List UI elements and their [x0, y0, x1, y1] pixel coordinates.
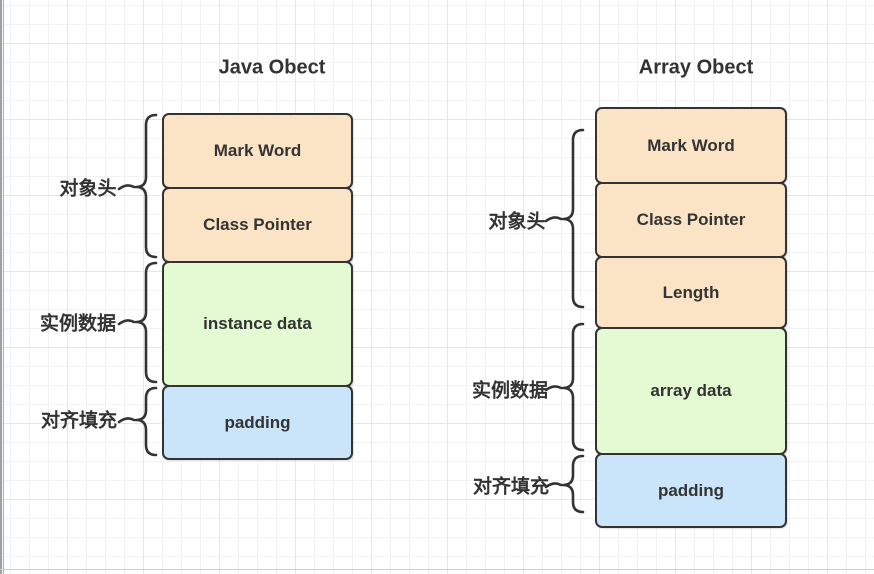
- box-padding-left: padding: [162, 385, 353, 460]
- box-array-data: array data: [595, 327, 787, 455]
- box-label: padding: [657, 480, 725, 500]
- label-align-padding-right: 对齐填充: [472, 476, 550, 498]
- brace-connector: [544, 385, 563, 392]
- brace-connector: [544, 216, 563, 223]
- brace-object-header-left: [134, 113, 158, 259]
- box-label: padding: [224, 412, 291, 432]
- label-object-header-right: 对象头: [488, 211, 546, 233]
- box-class-pointer-right: Class Pointer: [595, 182, 787, 258]
- brace-align-padding-right: [561, 454, 585, 514]
- box-label: instance data: [203, 314, 312, 333]
- label-align-padding-left: 对齐填充: [40, 410, 118, 432]
- java-object-title: Java Obect: [218, 56, 326, 79]
- label-instance-data-left: 实例数据: [39, 313, 117, 335]
- box-label: array data: [650, 381, 732, 400]
- brace-object-header-right: [561, 128, 585, 309]
- box-length: Length: [595, 256, 787, 329]
- box-label: Mark Word: [647, 135, 735, 155]
- box-instance-data: instance data: [162, 261, 353, 387]
- box-label: Length: [662, 282, 720, 302]
- brace-connector: [117, 319, 136, 326]
- box-mark-word-right: Mark Word: [595, 107, 787, 184]
- brace-connector: [117, 184, 136, 191]
- box-mark-word-left: Mark Word: [162, 113, 353, 189]
- brace-connector: [117, 417, 136, 424]
- box-label: Class Pointer: [203, 215, 312, 234]
- page-left-edge: [0, 0, 5, 574]
- box-label: Class Pointer: [636, 210, 746, 229]
- label-object-header-left: 对象头: [59, 178, 117, 200]
- page-bottom-edge: [0, 569, 874, 570]
- box-label: Mark Word: [213, 141, 302, 160]
- brace-instance-data-right: [561, 322, 585, 452]
- box-padding-right: padding: [595, 453, 787, 528]
- brace-instance-data-left: [134, 261, 158, 384]
- label-instance-data-right: 实例数据: [471, 380, 549, 402]
- brace-align-padding-left: [134, 386, 158, 457]
- array-object-title: Array Obect: [638, 56, 754, 79]
- box-class-pointer-left: Class Pointer: [162, 187, 353, 263]
